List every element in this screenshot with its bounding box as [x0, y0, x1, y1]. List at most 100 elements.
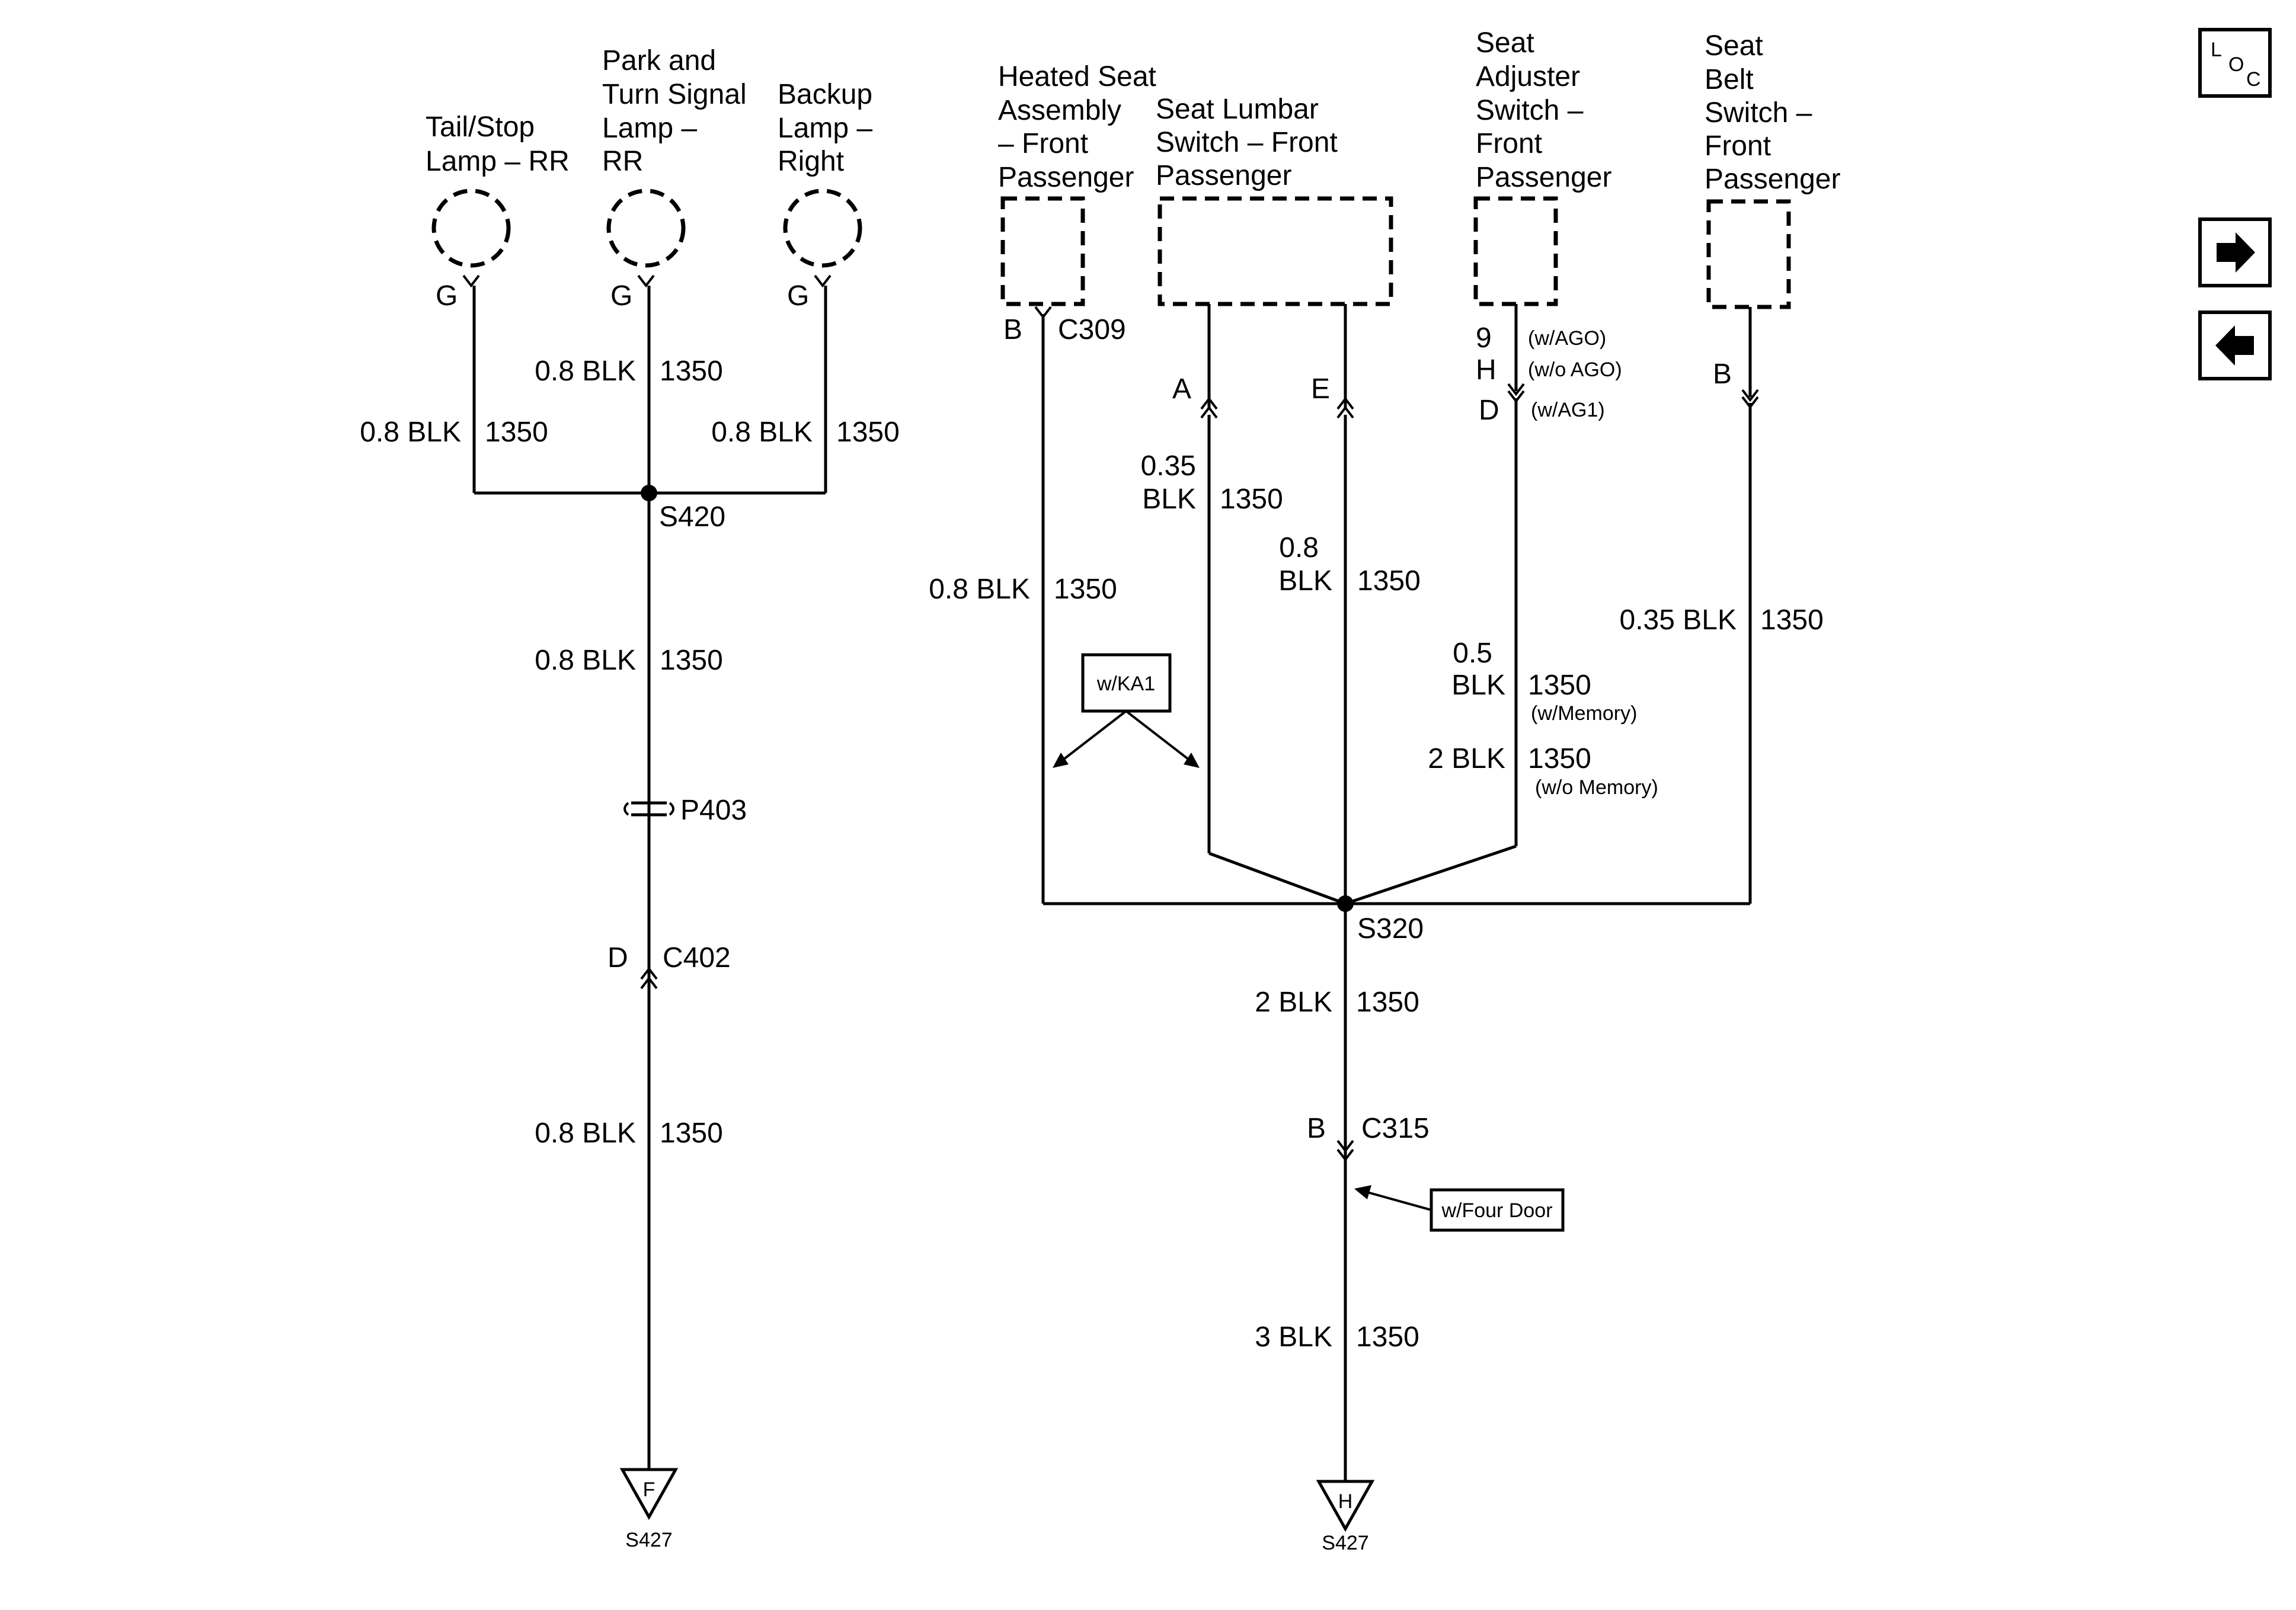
- lumbar-a-size-2: BLK: [1142, 484, 1196, 515]
- seat-adjuster-label-4: Front: [1476, 128, 1542, 159]
- adjuster-no-memory-size: 2 BLK: [1428, 743, 1505, 774]
- four-door-option-label: w/Four Door: [1441, 1199, 1552, 1222]
- seat-belt-label-2: Belt: [1705, 64, 1754, 95]
- locator-button[interactable]: L O C: [2198, 28, 2272, 98]
- belt-connector: [1741, 389, 1759, 409]
- p403-label: P403: [680, 795, 747, 826]
- lumbar-a-size-1: 0.35: [1141, 450, 1196, 482]
- seat-adjuster-label-5: Passenger: [1476, 162, 1611, 193]
- heated-seat-label-1: Heated Seat: [998, 61, 1156, 92]
- belt-wire-size: 0.35 BLK: [1620, 604, 1737, 636]
- left-trunk-upper-size: 0.8 BLK: [535, 645, 636, 676]
- lumbar-e-connector: [1336, 396, 1354, 419]
- ground-left-label: S427: [625, 1529, 672, 1551]
- adjuster-memory-size-2: BLK: [1451, 670, 1505, 701]
- park-turn-signal-lamp: Park and Turn Signal Lamp – RR: [602, 45, 747, 268]
- left-trunk-lower-circuit: 1350: [660, 1118, 723, 1149]
- p403-symbol: [623, 801, 674, 817]
- seat-lumbar-label-2: Switch – Front: [1156, 127, 1338, 158]
- s320-label: S320: [1357, 913, 1424, 945]
- adjuster-pin-h-note: (w/o AGO): [1528, 359, 1622, 381]
- left-park-wire-size: 0.8 BLK: [535, 356, 636, 387]
- c315-connector: [1336, 1140, 1354, 1162]
- left-trunk-upper-circuit: 1350: [660, 645, 723, 676]
- left-backup-wire-circuit: 1350: [836, 417, 900, 448]
- seat-lumbar-label-1: Seat Lumbar: [1156, 94, 1319, 125]
- park-turn-lamp-label-4: RR: [602, 146, 643, 177]
- seat-adjuster-label-3: Switch –: [1476, 95, 1584, 126]
- c315-pin-b: B: [1307, 1113, 1326, 1144]
- left-trunk-lower-size: 0.8 BLK: [535, 1118, 636, 1149]
- park-pin-g: G: [610, 280, 632, 312]
- loc-letter-c: C: [2246, 68, 2261, 91]
- lumbar-e-size-1: 0.8: [1279, 532, 1319, 564]
- terminal-forks-left: [462, 274, 832, 288]
- ka1-option-box: w/KA1: [1053, 653, 1200, 768]
- adjuster-pin-9: 9: [1476, 322, 1492, 354]
- left-park-wire-circuit: 1350: [660, 356, 723, 387]
- adjuster-no-memory-circuit: 1350: [1528, 743, 1591, 774]
- adjuster-pin-d: D: [1479, 395, 1499, 426]
- backup-lamp-label-2: Lamp –: [778, 113, 872, 144]
- c309-connector: [1034, 306, 1052, 319]
- adjuster-connector: [1507, 383, 1525, 404]
- seat-belt-label-5: Passenger: [1705, 164, 1840, 195]
- backup-pin-g: G: [787, 280, 809, 312]
- seat-belt-label-1: Seat: [1705, 30, 1763, 62]
- park-turn-lamp-label-3: Lamp –: [602, 113, 697, 144]
- heated-seat-label-3: – Front: [998, 128, 1088, 159]
- lumbar-pin-a: A: [1172, 373, 1191, 405]
- ground-right-label: S427: [1322, 1532, 1368, 1554]
- c402-pin-d: D: [607, 942, 628, 974]
- s420-splice-dot: [641, 485, 657, 501]
- lumbar-a-circuit: 1350: [1220, 484, 1283, 515]
- backup-lamp-label-1: Backup: [778, 79, 872, 110]
- left-backup-wire-size: 0.8 BLK: [711, 417, 813, 448]
- backup-lamp-label-3: Right: [778, 146, 844, 177]
- arrow-right-icon: [2217, 232, 2255, 273]
- tail-stop-lamp-label-2: Lamp – RR: [426, 146, 570, 177]
- right-trunk-lower-size: 3 BLK: [1255, 1321, 1332, 1353]
- adjuster-pin-h: H: [1476, 354, 1496, 386]
- c402-label: C402: [663, 942, 731, 974]
- c402-connector: [640, 966, 658, 990]
- right-trunk-upper-circuit: 1350: [1356, 987, 1419, 1018]
- lumbar-a-connector: [1200, 396, 1218, 419]
- adjuster-no-memory-note: (w/o Memory): [1535, 776, 1658, 799]
- forward-button[interactable]: [2198, 217, 2272, 287]
- ground-symbol-right: [1316, 1480, 1375, 1532]
- right-wires: [1041, 304, 1752, 1481]
- c315-label: C315: [1361, 1113, 1430, 1144]
- tail-stop-lamp-label-1: Tail/Stop: [426, 111, 535, 143]
- lumbar-pin-e: E: [1311, 373, 1330, 405]
- park-turn-lamp-label-2: Turn Signal: [602, 79, 747, 110]
- adjuster-pin-d-note: (w/AG1): [1531, 399, 1605, 421]
- four-door-option-box: w/Four Door: [1354, 1185, 1565, 1232]
- heated-seat-label-2: Assembly: [998, 95, 1121, 126]
- tail-stop-lamp: Tail/Stop Lamp – RR: [426, 111, 570, 268]
- seat-lumbar-switch: Seat Lumbar Switch – Front Passenger: [1156, 94, 1393, 306]
- seat-belt-label-4: Front: [1705, 130, 1771, 162]
- heated-wire-size: 0.8 BLK: [929, 574, 1030, 605]
- lumbar-e-circuit: 1350: [1357, 565, 1421, 597]
- right-trunk-upper-size: 2 BLK: [1255, 987, 1332, 1018]
- heated-seat-assembly: Heated Seat Assembly – Front Passenger: [998, 61, 1156, 306]
- right-trunk-lower-circuit: 1350: [1356, 1321, 1419, 1353]
- adjuster-memory-size-1: 0.5: [1453, 638, 1492, 669]
- seat-adjuster-label-2: Adjuster: [1476, 61, 1580, 92]
- adjuster-pin-9-note: (w/AGO): [1528, 327, 1606, 350]
- park-turn-lamp-label-1: Park and: [602, 45, 716, 76]
- backup-lamp: Backup Lamp – Right: [778, 79, 872, 268]
- seat-lumbar-label-3: Passenger: [1156, 160, 1291, 191]
- arrow-left-icon: [2215, 325, 2254, 366]
- ground-right-letter: H: [1338, 1490, 1353, 1513]
- seat-belt-label-3: Switch –: [1705, 97, 1812, 129]
- belt-wire-circuit: 1350: [1760, 604, 1824, 636]
- adjuster-memory-circuit: 1350: [1528, 670, 1591, 701]
- heated-wire-circuit: 1350: [1054, 574, 1117, 605]
- adjuster-memory-note: (w/Memory): [1531, 702, 1637, 725]
- left-tail-wire-size: 0.8 BLK: [360, 417, 461, 448]
- loc-letter-l: L: [2211, 39, 2222, 61]
- left-wires: [472, 286, 827, 1470]
- back-button[interactable]: [2198, 311, 2272, 380]
